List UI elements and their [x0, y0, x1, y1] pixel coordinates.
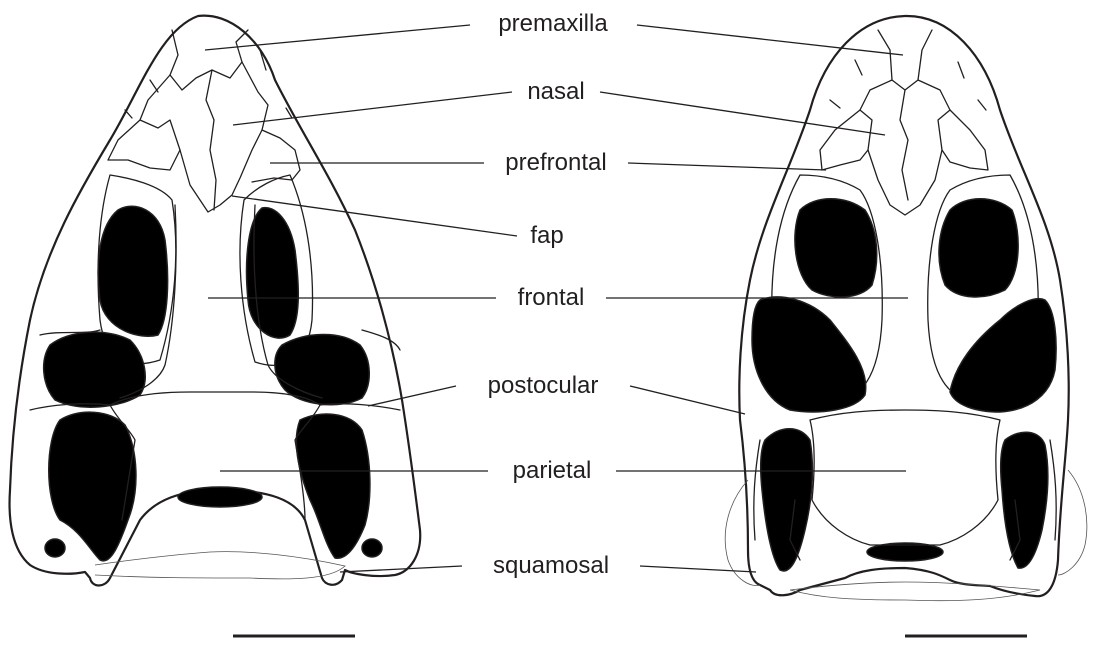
left-right-quadrate-hole: [362, 539, 382, 557]
label-nasal: nasal: [527, 78, 584, 106]
label-premaxilla: premaxilla: [498, 10, 607, 38]
leader-squamosal-right: [640, 566, 756, 572]
label-frontal: frontal: [518, 284, 585, 312]
right-occipital-opening: [867, 543, 943, 561]
left-right-posterior-fenestra: [296, 414, 370, 558]
right-right-upper-orbit: [939, 199, 1018, 297]
label-postocular: postocular: [488, 372, 599, 400]
label-prefrontal: prefrontal: [505, 149, 606, 177]
right-skull: [725, 16, 1087, 601]
label-parietal: parietal: [513, 457, 592, 485]
leader-postocular-right: [630, 386, 745, 414]
label-fap: fap: [530, 222, 563, 250]
left-left-quadrate-hole: [45, 539, 65, 557]
left-jaw-outline: [95, 552, 345, 579]
left-left-temporal-fenestra: [44, 332, 146, 407]
right-left-upper-orbit: [795, 199, 877, 297]
left-occipital-opening: [178, 487, 262, 507]
left-skull: [10, 16, 421, 586]
label-squamosal: squamosal: [493, 552, 609, 580]
left-left-orbit: [98, 206, 167, 336]
